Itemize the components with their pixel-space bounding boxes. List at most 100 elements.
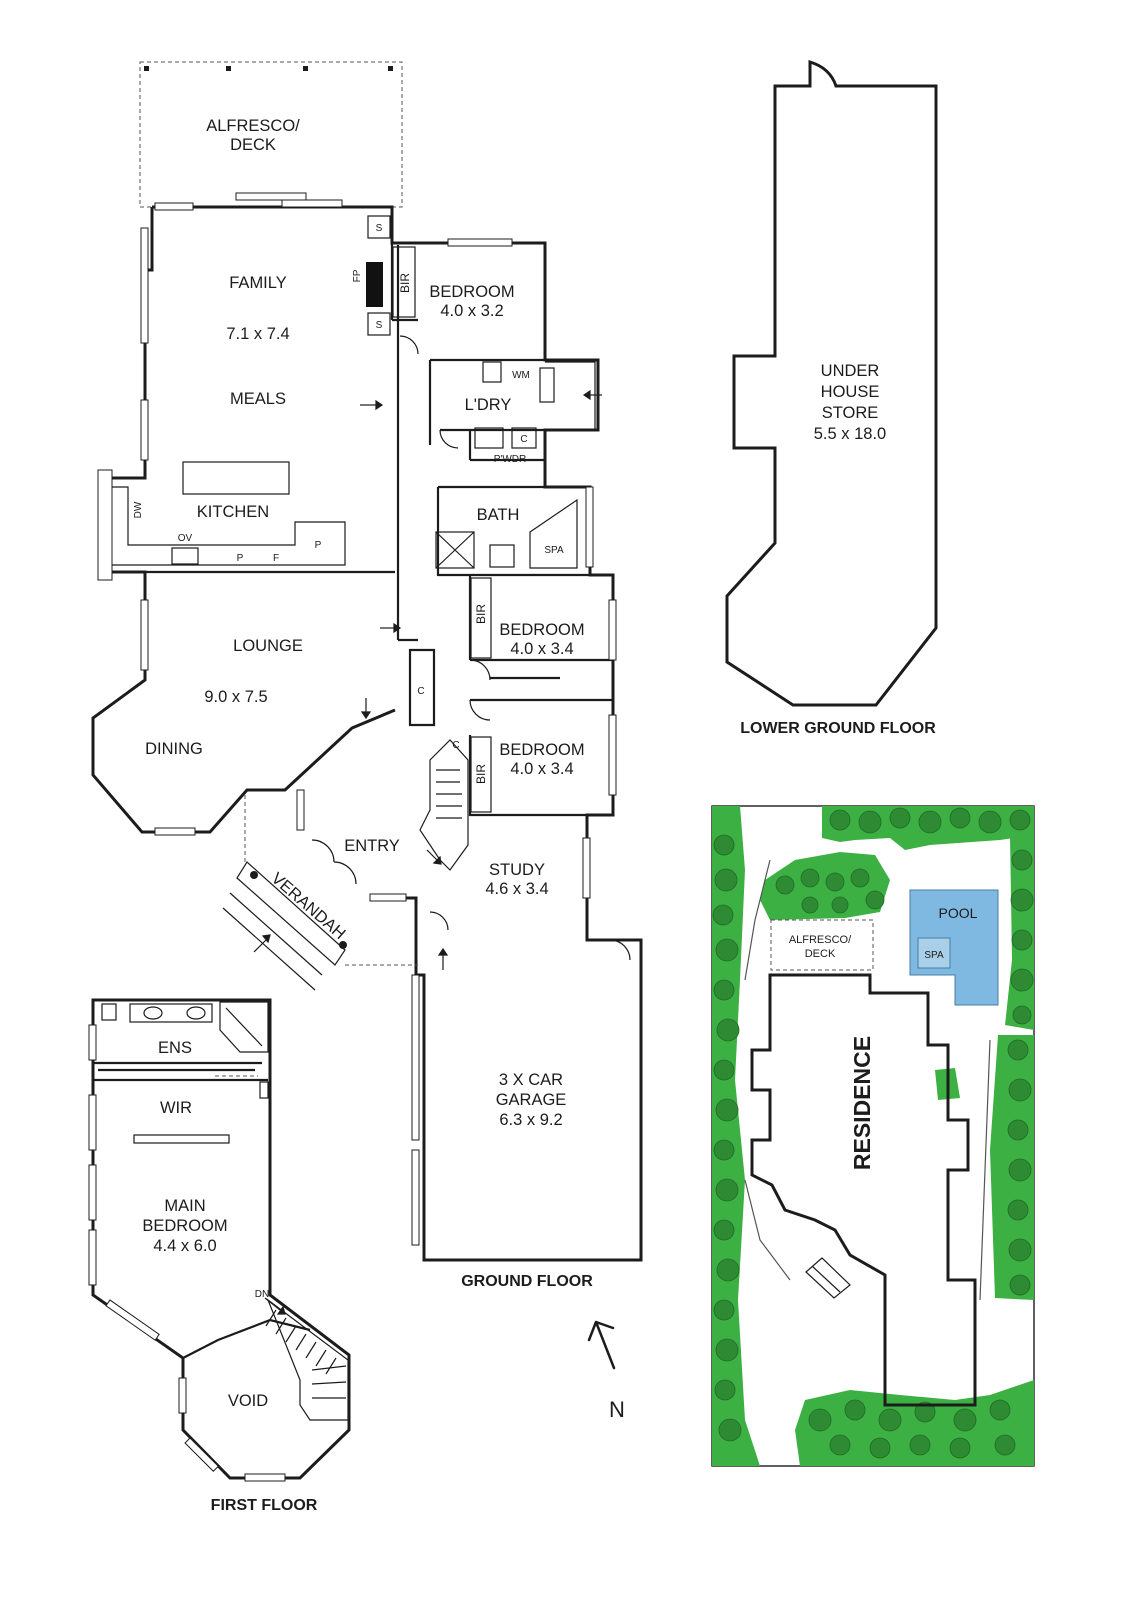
site-plan: POOL SPA ALFRESCO/ DECK RESIDENCE xyxy=(711,805,1035,1467)
alfresco-label-1: ALFRESCO/ xyxy=(206,117,300,135)
garden-trees xyxy=(712,807,1034,1459)
ground-floor-inner-walls xyxy=(145,207,613,817)
cooktop xyxy=(171,547,199,565)
ground-floor-title: GROUND FLOOR xyxy=(461,1273,593,1290)
verandah-steps xyxy=(222,892,323,991)
bedroom3-label: BEDROOM xyxy=(499,741,584,759)
site-alfresco xyxy=(770,919,874,971)
spa-bath-label: SPA xyxy=(544,545,564,556)
toilet xyxy=(101,1003,117,1021)
bedroom2-robe xyxy=(470,577,492,659)
entry-stairs xyxy=(419,739,469,871)
wir-door xyxy=(259,1081,269,1099)
entry-label: ENTRY xyxy=(344,837,400,855)
garage-label-1: 3 X CAR xyxy=(499,1071,563,1089)
ground-floor-windows xyxy=(140,192,617,1246)
pantry-label-1: P xyxy=(237,553,244,564)
bedroom1-robe xyxy=(392,246,416,318)
main-bedroom-label-2: BEDROOM xyxy=(142,1217,227,1235)
bedroom1-dimensions: 4.0 x 3.2 xyxy=(440,302,503,320)
garden-walkway xyxy=(744,859,991,1301)
bir-label-1: BIR xyxy=(398,273,412,293)
garden-left-strip xyxy=(712,806,760,1466)
lower-ground-floor-title: LOWER GROUND FLOOR xyxy=(740,720,936,737)
lounge-label: LOUNGE xyxy=(233,637,303,655)
cupboard-label-hall: C xyxy=(417,686,424,697)
spa xyxy=(917,937,951,969)
oven-label: OV xyxy=(178,533,193,544)
fireplace xyxy=(366,262,383,307)
powder-basin xyxy=(474,427,504,449)
first-floor-windows xyxy=(88,1024,286,1482)
garage-dimensions: 6.3 x 9.2 xyxy=(499,1111,562,1129)
verandah-outline xyxy=(236,861,346,966)
storage-bottom xyxy=(367,312,391,336)
main-bedroom-label-1: MAIN xyxy=(164,1197,205,1215)
bir-label-2: BIR xyxy=(474,604,488,624)
basin-2 xyxy=(186,1006,206,1020)
kitchen-label: KITCHEN xyxy=(197,503,269,521)
verandah-post-2 xyxy=(339,941,347,949)
bedroom3-dimensions: 4.0 x 3.4 xyxy=(510,760,573,778)
bedroom1-label: BEDROOM xyxy=(429,283,514,301)
first-floor-inner-walls xyxy=(93,1061,311,1359)
site-alfresco-label-1: ALFRESCO/ xyxy=(789,934,852,946)
kitchen-island xyxy=(182,461,290,495)
bedroom2-dimensions: 4.0 x 3.4 xyxy=(510,640,573,658)
wm-label: WM xyxy=(512,370,530,381)
ensuite-vanity xyxy=(129,1003,213,1023)
storage-top xyxy=(367,215,391,239)
under-house-store-outline xyxy=(725,59,938,707)
meals-label: MEALS xyxy=(230,390,286,408)
powder-c xyxy=(511,427,537,449)
bedroom2-label: BEDROOM xyxy=(499,621,584,639)
laundry-label: L'DRY xyxy=(465,396,512,414)
down-label: DN xyxy=(255,1289,269,1300)
void-label: VOID xyxy=(228,1392,268,1410)
laundry-sink xyxy=(482,361,502,383)
bir-label-3: BIR xyxy=(474,764,488,784)
study-dimensions: 4.6 x 3.4 xyxy=(485,880,548,898)
first-floor-stairs xyxy=(265,1298,349,1421)
alfresco-label-2: DECK xyxy=(230,136,276,154)
verandah-dash xyxy=(244,795,418,966)
lower-ground-floor-plan: UNDER HOUSE STORE 5.5 x 18.0 LOWER GROUN… xyxy=(725,59,938,737)
kitchen-bench xyxy=(112,486,346,566)
washing-machine-bay xyxy=(539,367,555,403)
bedroom3-robe xyxy=(470,736,492,813)
entry-arrows xyxy=(253,389,602,970)
spa-bath xyxy=(529,498,578,569)
dining-label: DINING xyxy=(145,740,203,758)
basin-1 xyxy=(143,1006,163,1020)
garage-label-2: GARAGE xyxy=(496,1091,567,1109)
shower xyxy=(435,531,475,569)
shower-cross xyxy=(435,531,475,569)
north-label: N xyxy=(609,1397,625,1422)
family-label: FAMILY xyxy=(229,274,286,292)
study-label: STUDY xyxy=(489,861,545,879)
storage-label-bottom: S xyxy=(376,320,383,331)
lower-store-dimensions: 5.5 x 18.0 xyxy=(814,425,886,443)
spa-label: SPA xyxy=(924,950,944,961)
wir-label: WIR xyxy=(160,1099,192,1117)
north-compass: N xyxy=(587,1320,625,1422)
fridge-label: F xyxy=(273,553,279,564)
wardrobe-rail xyxy=(133,1134,230,1144)
vanity xyxy=(489,544,515,568)
verandah-label: VERANDAH xyxy=(268,869,349,943)
pool xyxy=(909,889,999,1006)
deck-posts xyxy=(144,66,393,71)
lower-store-label-3: STORE xyxy=(822,404,879,422)
powder-label: P'WDR xyxy=(494,454,526,465)
residence-label: RESIDENCE xyxy=(849,1036,875,1170)
first-floor-title: FIRST FLOOR xyxy=(211,1497,318,1514)
door-swings xyxy=(311,335,631,961)
compass-arrow xyxy=(587,1320,616,1370)
fireplace-label: FP xyxy=(352,269,363,282)
site-alfresco-label-2: DECK xyxy=(805,948,836,960)
kitchen-window-bay xyxy=(97,469,113,581)
family-dimensions: 7.1 x 7.4 xyxy=(226,325,289,343)
dishwasher-label: DW xyxy=(133,501,144,518)
lower-store-label-2: HOUSE xyxy=(821,383,880,401)
